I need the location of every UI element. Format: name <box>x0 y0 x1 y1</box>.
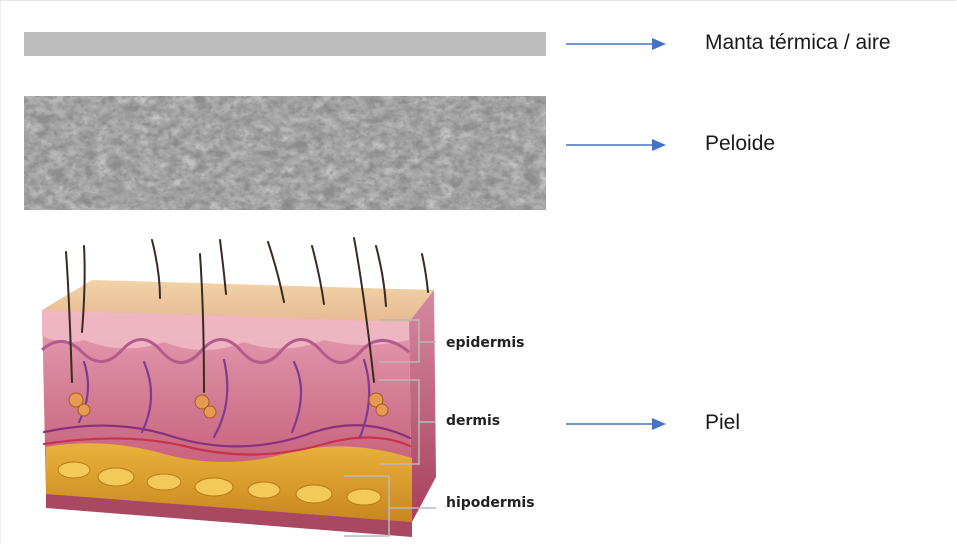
thermal-blanket-layer <box>24 32 546 56</box>
skin-label: Piel <box>705 411 740 435</box>
peloid-label: Peloide <box>705 132 775 156</box>
peloid-layer <box>24 96 546 210</box>
peloid-arrow <box>566 137 670 153</box>
epidermis-label: epidermis <box>446 335 524 351</box>
skin-arrow <box>566 416 670 432</box>
dermis-label: dermis <box>446 413 500 429</box>
blanket-arrow <box>566 36 670 52</box>
hypodermis-label: hipodermis <box>446 495 535 511</box>
blanket-label: Manta térmica / aire <box>705 31 891 55</box>
